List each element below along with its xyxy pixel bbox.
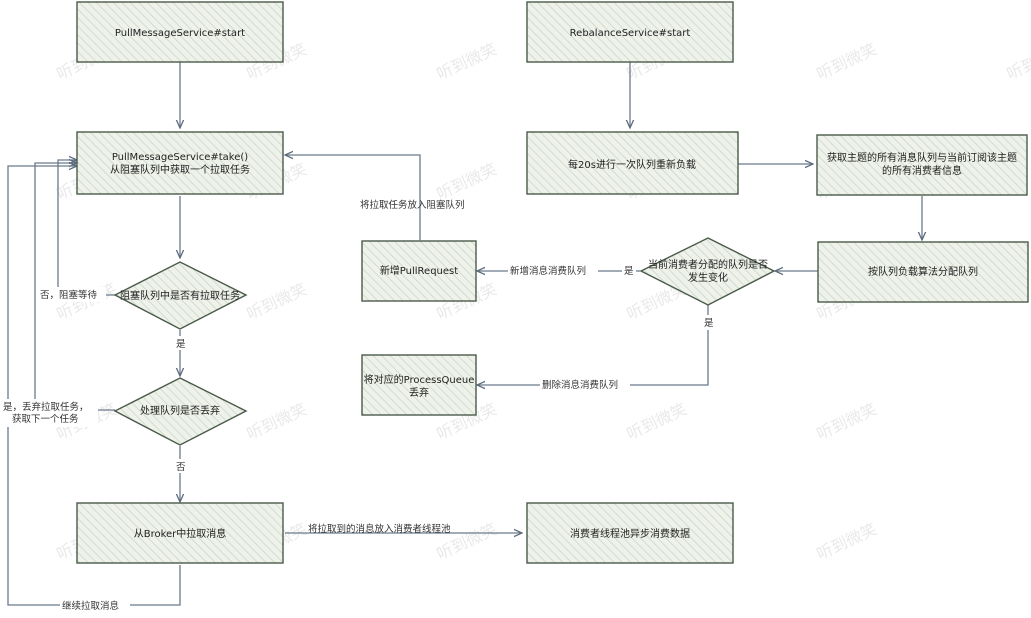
svg-text:当前消费者分配的队列是否: 当前消费者分配的队列是否 (648, 258, 768, 271)
node-new-pullrequest[interactable]: 新增PullRequest (361, 240, 477, 302)
watermark-text: 听到微笑 (244, 399, 310, 443)
node-process-queue[interactable]: 将对应的ProcessQueue 丢弃 (361, 354, 477, 416)
svg-text:按队列负载算法分配队列: 按队列负载算法分配队列 (868, 265, 978, 278)
node-rebalance-20s[interactable]: 每20s进行一次队列重新负载 (526, 131, 739, 195)
svg-text:阻塞队列中是否有拉取任务: 阻塞队列中是否有拉取任务 (120, 289, 240, 302)
node-queue-changed[interactable]: 当前消费者分配的队列是否 发生变化 (639, 237, 776, 306)
watermark-text: 听到微笑 (814, 39, 880, 83)
svg-text:处理队列是否丢弃: 处理队列是否丢弃 (140, 404, 220, 417)
watermark-text: 听到微笑 (434, 39, 500, 83)
label-no-block: 否，阻塞等待 (40, 289, 98, 301)
watermark-text: 听到微笑 (814, 519, 880, 563)
label-yes-discard-2: 获取下一个任务 (12, 413, 79, 425)
svg-text:获取主题的所有消息队列与当前订阅该主题: 获取主题的所有消息队列与当前订阅该主题 (827, 151, 1017, 164)
watermark-text: 听到微笑 (1004, 39, 1031, 83)
svg-text:丢弃: 丢弃 (409, 386, 429, 399)
edge-newpull-to-take (285, 155, 421, 240)
node-get-topic[interactable]: 获取主题的所有消息队列与当前订阅该主题 的所有消费者信息 (816, 134, 1028, 196)
svg-text:PullMessageService#start: PullMessageService#start (115, 28, 245, 39)
svg-text:每20s进行一次队列重新负载: 每20s进行一次队列重新负载 (568, 158, 696, 171)
svg-text:PullMessageService#take(): PullMessageService#take() (112, 152, 248, 163)
node-rebalance-start[interactable]: RebalanceService#start (526, 1, 734, 63)
node-allocate-queue[interactable]: 按队列负载算法分配队列 (817, 241, 1029, 303)
edge-pull-loop (7, 166, 181, 606)
label-yes-1: 是 (176, 339, 186, 350)
label-add-queue: 新增消息消费队列 (510, 265, 586, 277)
svg-text:消费者线程池异步消费数据: 消费者线程池异步消费数据 (570, 527, 690, 540)
watermark-text: 听到微笑 (814, 399, 880, 443)
label-yes-3: 是 (704, 318, 714, 329)
svg-text:发生变化: 发生变化 (688, 271, 728, 284)
label-remove-queue: 删除消息消费队列 (542, 379, 618, 391)
label-put-pool: 将拉取到的消息放入消费者线程池 (308, 523, 451, 535)
node-discard-check[interactable]: 处理队列是否丢弃 (113, 377, 248, 446)
edge-labels: 将拉取任务放入阻塞队列 否，阻塞等待 是 是，丢弃拉取任务， 获取下一个任务 否… (2, 199, 716, 612)
svg-text:的所有消费者信息: 的所有消费者信息 (882, 164, 962, 177)
label-continue-pull: 继续拉取消息 (62, 600, 119, 612)
label-yes-2: 是 (624, 266, 634, 277)
watermark-text: 听到微笑 (434, 159, 500, 203)
label-yes-discard-1: 是，丢弃拉取任务， (3, 401, 89, 413)
watermark-text: 听到微笑 (624, 399, 690, 443)
node-pull-start[interactable]: PullMessageService#start (76, 1, 284, 63)
svg-text:新增PullRequest: 新增PullRequest (380, 264, 458, 277)
node-take[interactable]: PullMessageService#take() 从阻塞队列中获取一个拉取任务 (76, 131, 284, 195)
svg-text:RebalanceService#start: RebalanceService#start (570, 28, 691, 39)
label-put-task: 将拉取任务放入阻塞队列 (360, 199, 465, 211)
label-no-1: 否 (176, 462, 186, 473)
node-has-task[interactable]: 阻塞队列中是否有拉取任务 (113, 261, 248, 330)
nodes: PullMessageService#start RebalanceServic… (76, 1, 1029, 564)
svg-text:从阻塞队列中获取一个拉取任务: 从阻塞队列中获取一个拉取任务 (110, 163, 250, 176)
node-pull-from-broker[interactable]: 从Broker中拉取消息 (76, 502, 284, 564)
svg-text:将对应的ProcessQueue: 将对应的ProcessQueue (364, 373, 475, 386)
svg-text:从Broker中拉取消息: 从Broker中拉取消息 (134, 527, 227, 540)
watermark-text: 听到微笑 (244, 279, 310, 323)
node-thread-pool[interactable]: 消费者线程池异步消费数据 (526, 502, 734, 564)
edge-changed-to-processqueue (477, 305, 709, 385)
